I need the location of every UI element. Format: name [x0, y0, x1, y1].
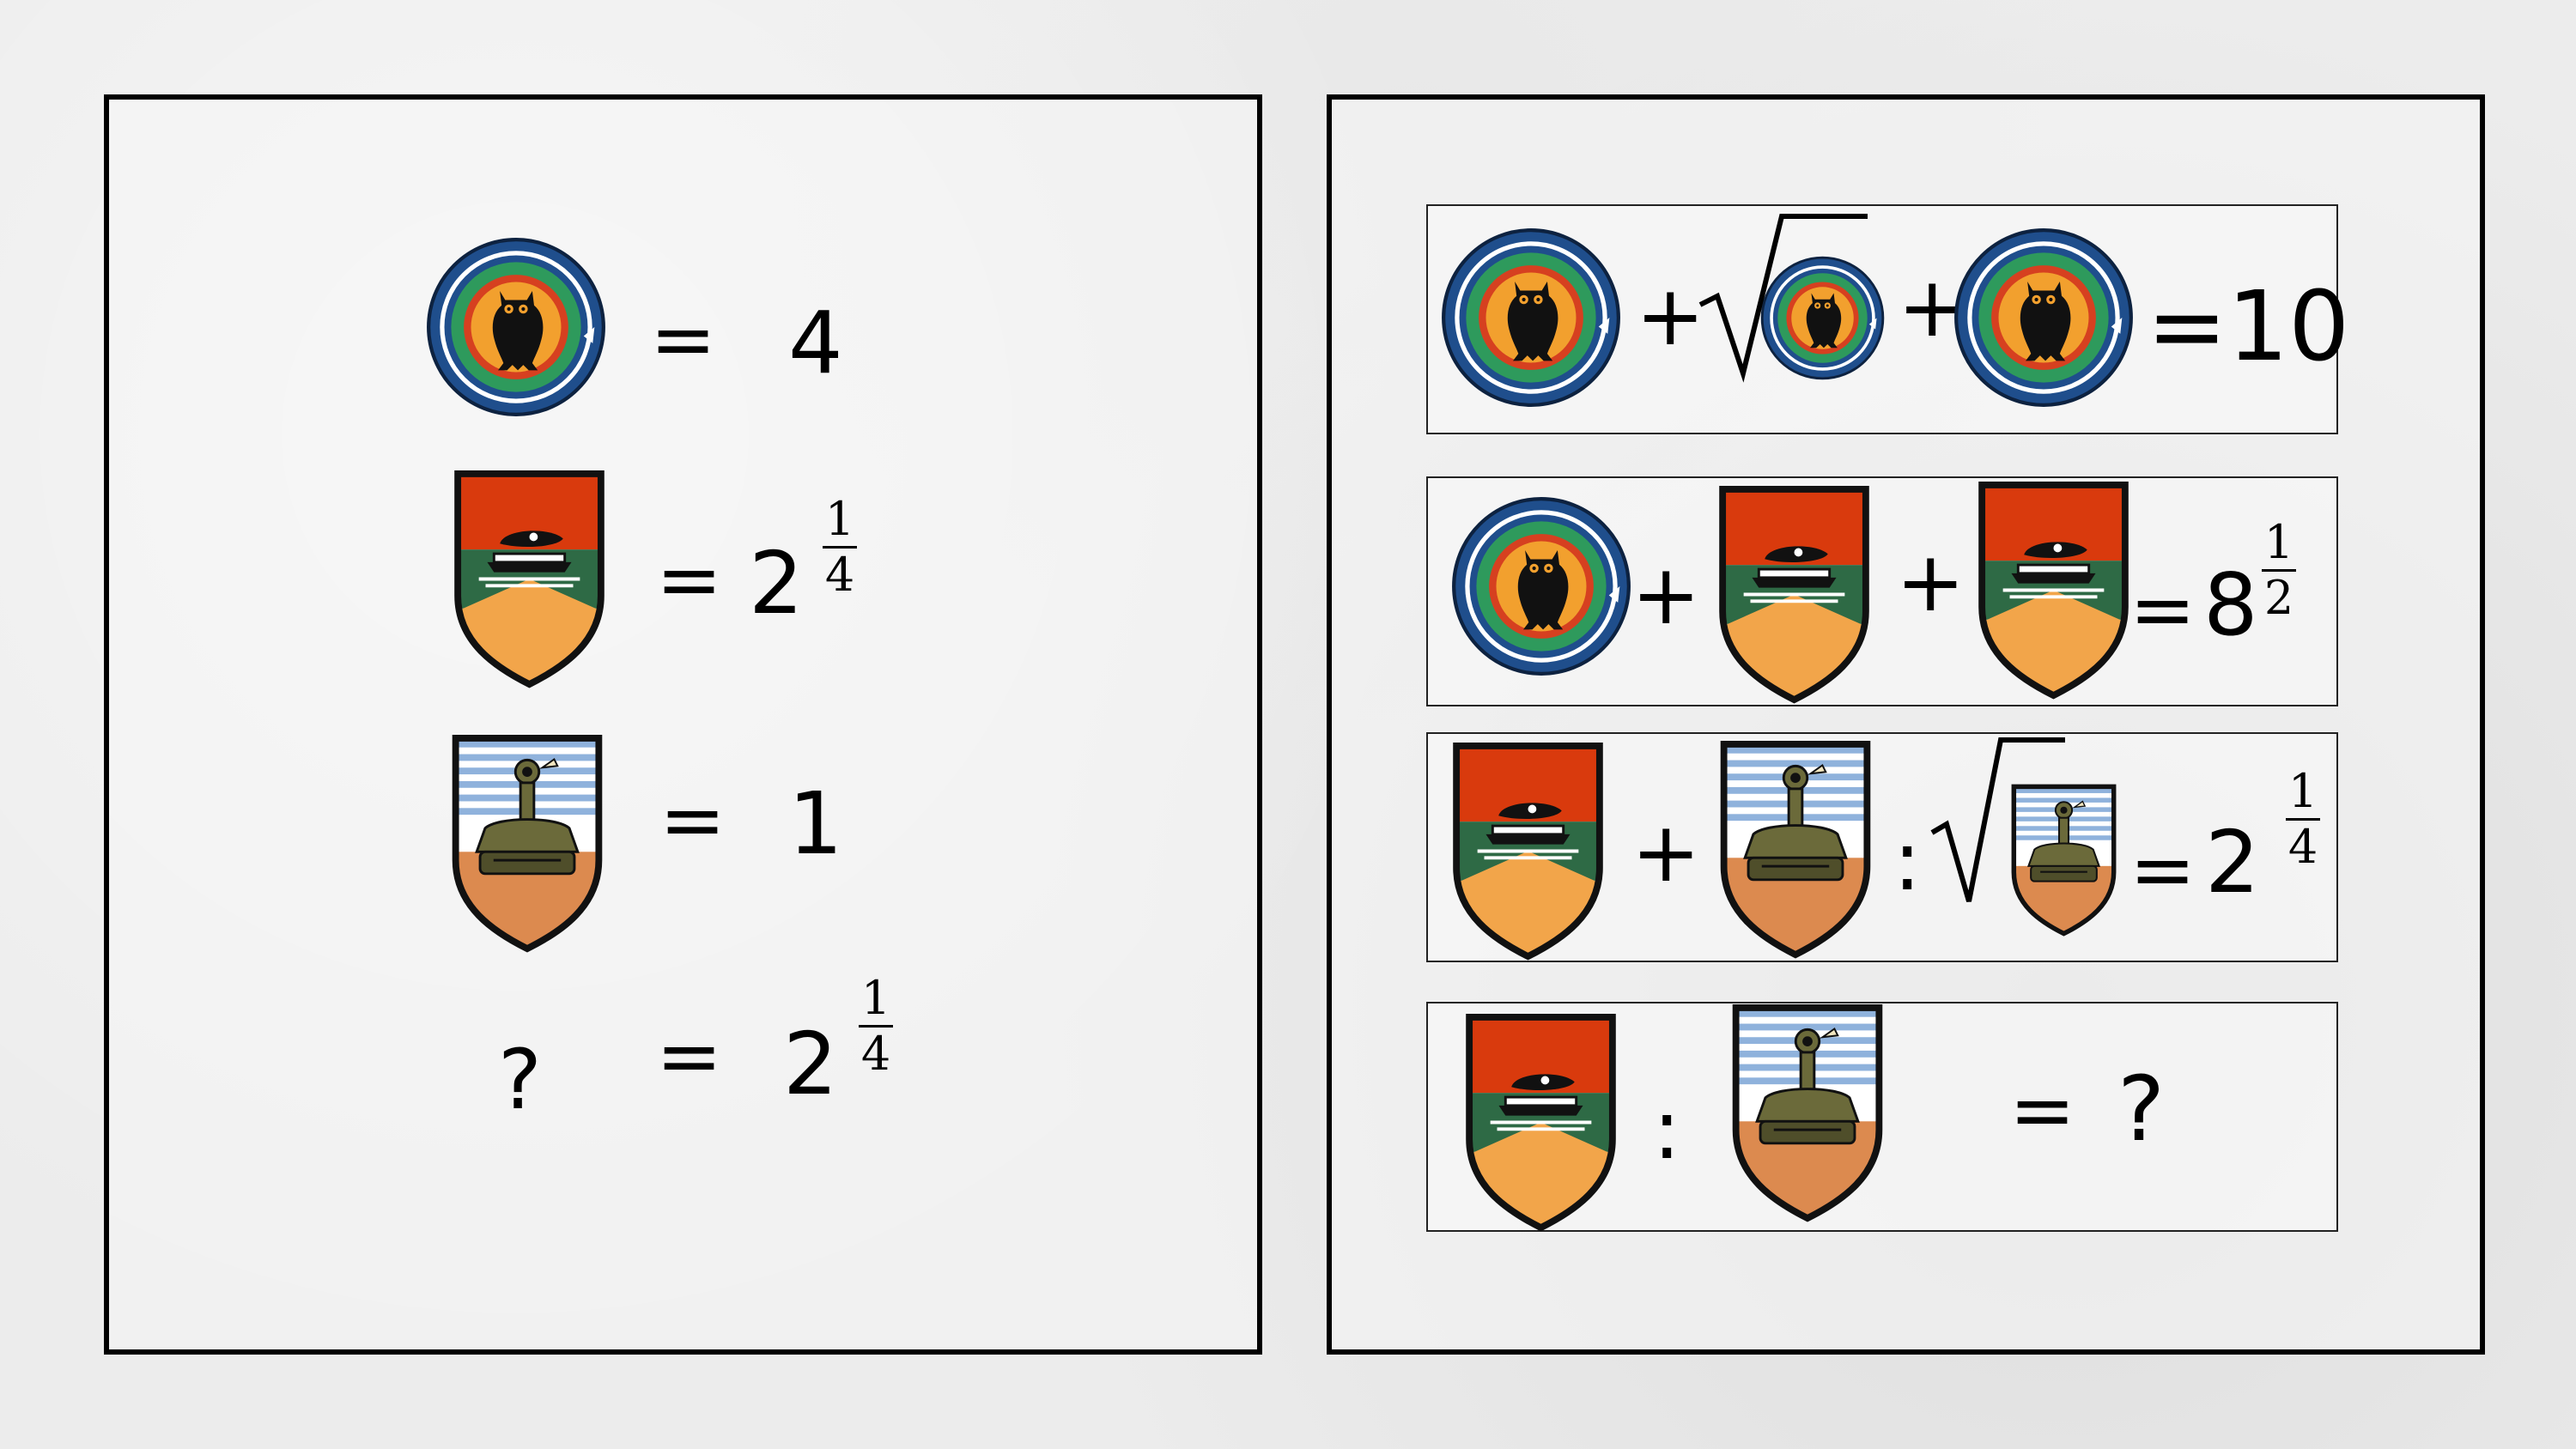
- striped-tank-shield-icon: [449, 734, 605, 953]
- division-sign: :: [1653, 1082, 1681, 1178]
- fraction-bar: [2262, 569, 2296, 572]
- plus-sign: +: [1631, 804, 1701, 900]
- square-root-sign: [1930, 737, 2065, 902]
- beret-tank-shield-icon: [1449, 742, 1607, 961]
- equals-sign: =: [656, 1010, 723, 1102]
- square-root-sign: [1698, 214, 1868, 383]
- value-text: 4: [788, 293, 843, 393]
- whole-number: 2: [749, 533, 804, 634]
- owl-emblem-icon: [1760, 256, 1885, 380]
- owl-emblem-icon: [1451, 496, 1631, 676]
- fraction-numerator: 1: [2287, 764, 2318, 818]
- owl-emblem-icon: [1953, 227, 2134, 408]
- beret-tank-shield-icon: [1716, 485, 1873, 704]
- whole-number: 2: [2205, 812, 2260, 912]
- fraction-bar: [823, 546, 857, 549]
- value-text: 1: [788, 773, 843, 874]
- fraction: 1 2: [2262, 519, 2296, 621]
- plus-sign: +: [1896, 534, 1965, 630]
- equals-sign: =: [2129, 824, 2196, 916]
- whole-number: 8: [2203, 555, 2258, 655]
- fraction: 1 4: [859, 975, 893, 1077]
- owl-emblem-icon: [426, 237, 606, 417]
- fraction-numerator: 1: [2263, 515, 2294, 569]
- striped-tank-shield-icon: [2009, 784, 2118, 937]
- fraction-numerator: 1: [860, 971, 891, 1025]
- fraction-bar: [859, 1025, 893, 1028]
- whole-number: 2: [783, 1014, 838, 1114]
- striped-tank-shield-icon: [1729, 1003, 1886, 1222]
- equals-sign: =: [2129, 564, 2196, 656]
- beret-tank-shield-icon: [1975, 481, 2132, 700]
- beret-tank-shield-icon: [451, 470, 608, 688]
- fraction: 1 4: [2286, 768, 2320, 870]
- result-text: =10: [2147, 271, 2350, 383]
- equals-sign: =: [2009, 1064, 2076, 1156]
- striped-tank-shield-icon: [1717, 740, 1874, 959]
- fraction: 1 4: [823, 496, 857, 598]
- legend-panel: [104, 94, 1262, 1355]
- fraction-numerator: 1: [824, 492, 855, 546]
- fraction-denominator: 4: [860, 1027, 891, 1081]
- equals-sign: =: [659, 774, 726, 866]
- question-mark: ?: [2117, 1057, 2166, 1161]
- equals-sign: =: [650, 294, 717, 385]
- fraction-denominator: 4: [824, 548, 855, 602]
- beret-tank-shield-icon: [1462, 1013, 1619, 1232]
- fraction-denominator: 4: [2287, 820, 2318, 874]
- fraction-denominator: 2: [2263, 571, 2294, 625]
- plus-sign: +: [1636, 268, 1705, 364]
- plus-sign: +: [1631, 547, 1701, 643]
- equals-sign: =: [656, 534, 723, 626]
- division-sign: :: [1893, 813, 1922, 909]
- owl-emblem-icon: [1441, 227, 1621, 408]
- question-mark: ?: [498, 1032, 542, 1128]
- fraction-bar: [2286, 818, 2320, 821]
